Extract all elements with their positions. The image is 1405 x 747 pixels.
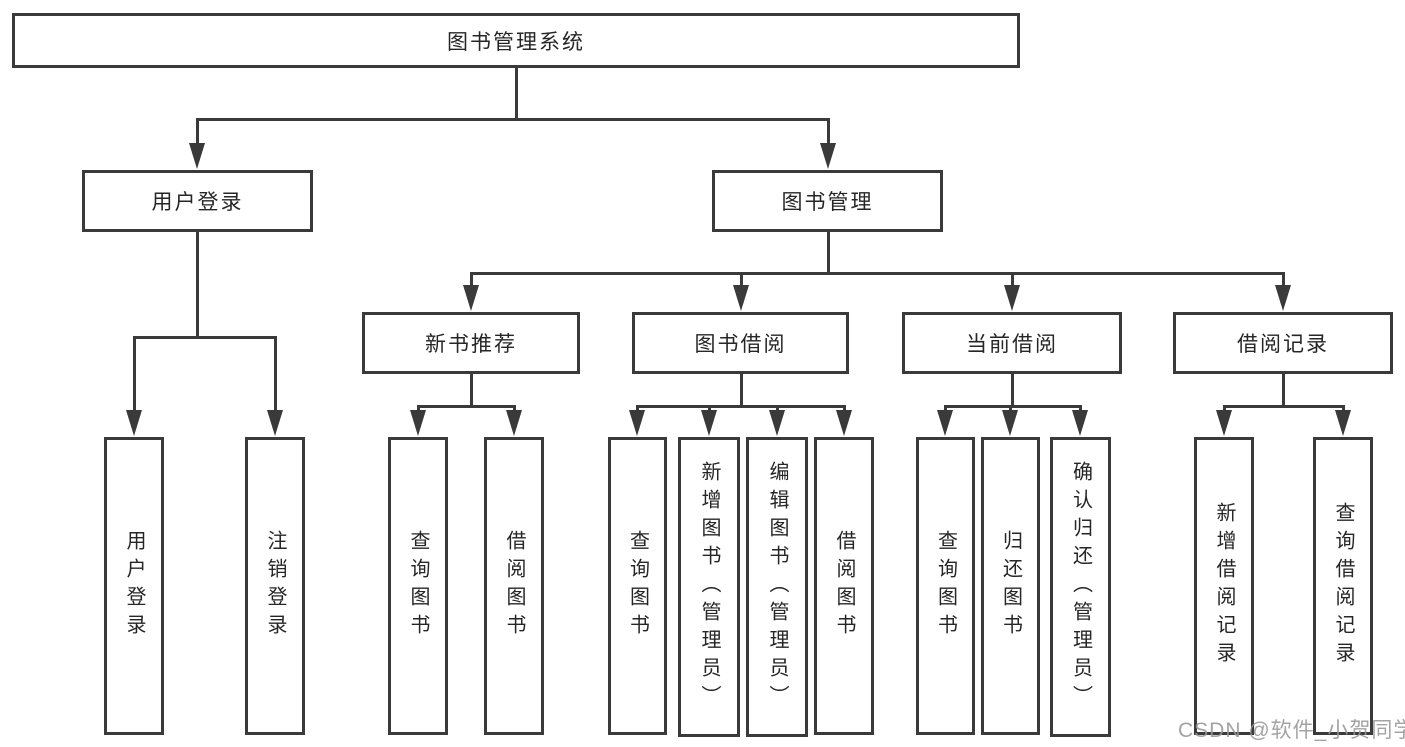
- leaf-query-borrow-record: 查询借阅记录: [1313, 437, 1373, 735]
- leaf-add-book-admin: 新增图书（管理员）: [678, 437, 740, 737]
- node-user-login: 用户登录: [82, 170, 313, 232]
- leaf-borrow-book: 借阅图书: [814, 437, 874, 735]
- arrow-down-icon: [820, 143, 836, 169]
- connector-new-book-stem: [470, 374, 473, 405]
- arrow-down-icon: [733, 285, 749, 311]
- node-book-management: 图书管理: [712, 170, 943, 232]
- arrow-down-icon: [937, 410, 953, 436]
- node-new-book-recommendation: 新书推荐: [362, 312, 580, 374]
- leaf-logout: 注销登录: [245, 437, 305, 735]
- connector-drop-book-borrow: [740, 272, 743, 285]
- arrow-down-icon: [506, 410, 522, 436]
- arrow-down-icon: [463, 285, 479, 311]
- leaf-borrow-book-newrec: 借阅图书: [484, 437, 544, 735]
- leaf-query-book-newrec: 查询图书: [388, 437, 448, 735]
- leaf-add-borrow-record: 新增借阅记录: [1194, 437, 1254, 735]
- node-book-borrowing: 图书借阅: [632, 312, 849, 374]
- leaf-query-book-current: 查询图书: [916, 437, 975, 735]
- node-current-borrowing: 当前借阅: [902, 312, 1122, 374]
- connector-drop-book-mgmt: [827, 118, 830, 143]
- connector-current-borrow-stem: [1011, 374, 1014, 405]
- connector-drop: [1009, 405, 1012, 411]
- arrow-down-icon: [701, 410, 717, 436]
- connector-drop-leaf-logout: [274, 336, 277, 410]
- connector-drop-borrow-records: [1282, 272, 1285, 285]
- connector-drop: [1079, 405, 1082, 411]
- arrow-down-icon: [629, 410, 645, 436]
- connector-book-mgmt-stem: [827, 232, 830, 272]
- leaf-edit-book-admin: 编辑图书（管理员）: [746, 437, 808, 737]
- arrow-down-icon: [1072, 410, 1088, 436]
- connector-drop: [636, 405, 639, 411]
- arrow-down-icon: [267, 410, 283, 436]
- arrow-down-icon: [1335, 410, 1351, 436]
- node-library-management-system: 图书管理系统: [12, 13, 1020, 68]
- connector-new-book-bar: [417, 405, 515, 408]
- connector-drop: [776, 405, 779, 411]
- arrow-down-icon: [1275, 285, 1291, 311]
- connector-drop: [944, 405, 947, 411]
- connector-drop: [708, 405, 711, 411]
- connector-level2-bar: [196, 118, 829, 121]
- connector-root-stem: [515, 68, 518, 118]
- connector-user-login-bar: [133, 336, 276, 339]
- connector-book-borrow-bar: [636, 405, 845, 408]
- connector-drop-current-borrow: [1011, 272, 1014, 285]
- arrow-down-icon: [836, 410, 852, 436]
- node-borrowing-records: 借阅记录: [1173, 312, 1393, 374]
- connector-drop: [513, 405, 516, 411]
- connector-drop: [1223, 405, 1226, 411]
- connector-drop-leaf-user-login: [133, 336, 136, 410]
- connector-borrow-records-bar: [1223, 405, 1344, 408]
- leaf-confirm-return-admin: 确认归还（管理员）: [1050, 437, 1111, 737]
- connector-drop-user-login: [196, 118, 199, 143]
- connector-user-login-stem: [196, 232, 199, 336]
- connector-drop-new-book: [470, 272, 473, 285]
- leaf-return-book: 归还图书: [981, 437, 1040, 735]
- connector-drop: [417, 405, 420, 411]
- connector-level3-bar: [470, 272, 1284, 275]
- connector-borrow-records-stem: [1282, 374, 1285, 405]
- connector-book-borrow-stem: [740, 374, 743, 405]
- arrow-down-icon: [1002, 410, 1018, 436]
- arrow-down-icon: [769, 410, 785, 436]
- arrow-down-icon: [1004, 285, 1020, 311]
- connector-drop: [843, 405, 846, 411]
- connector-current-borrow-bar: [944, 405, 1081, 408]
- connector-drop: [1342, 405, 1345, 411]
- arrow-down-icon: [126, 410, 142, 436]
- arrow-down-icon: [189, 143, 205, 169]
- leaf-query-book-borrow: 查询图书: [608, 437, 667, 735]
- csdn-watermark: CSDN @软件_小贺同学: [1178, 719, 1405, 742]
- leaf-user-login: 用户登录: [104, 437, 164, 735]
- arrow-down-icon: [410, 410, 426, 436]
- arrow-down-icon: [1216, 410, 1232, 436]
